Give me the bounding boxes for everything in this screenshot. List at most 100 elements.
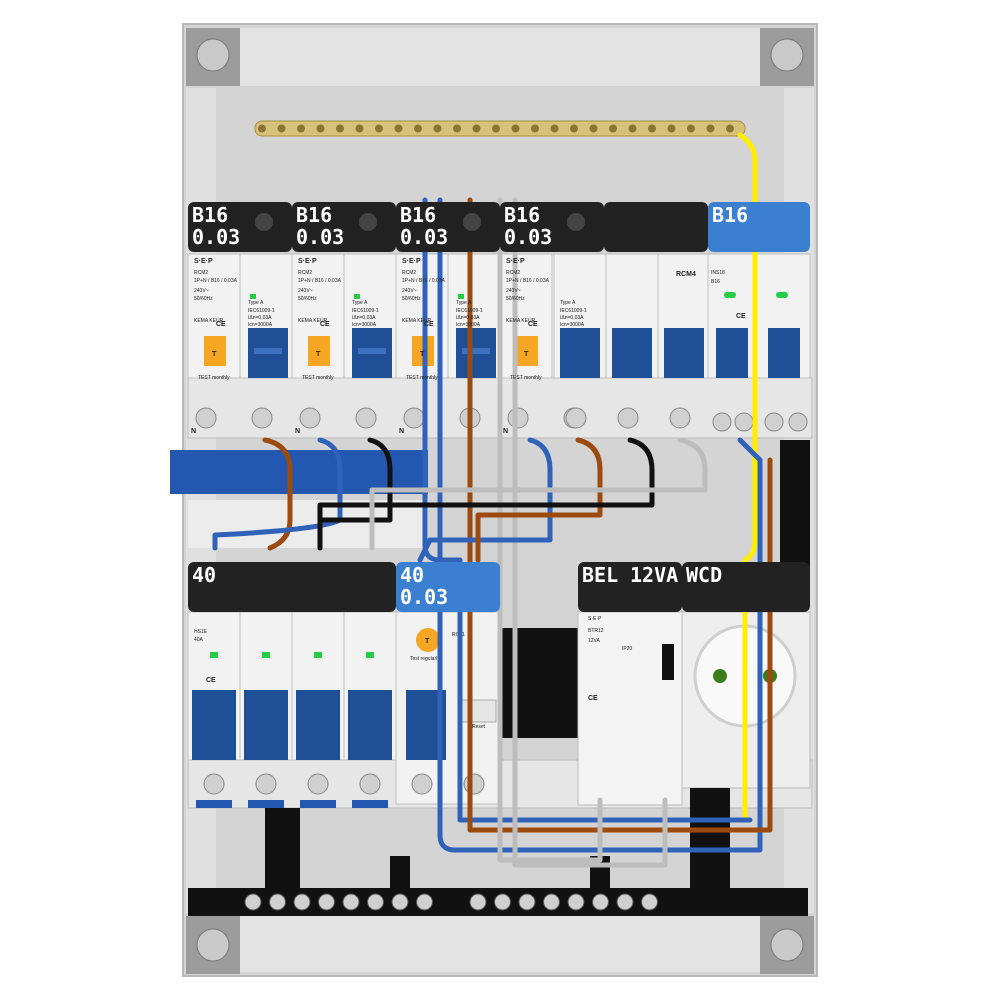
terminal-screw-icon xyxy=(712,412,732,432)
earth-wire xyxy=(737,132,758,823)
rcbo-kema-text: KEMA KEUR xyxy=(402,318,432,324)
socket-label xyxy=(682,562,810,612)
rcbo-test-text: TEST monthly xyxy=(406,375,438,381)
wire-grey xyxy=(497,197,603,863)
busbar-holes xyxy=(258,124,734,133)
busbar-hole-icon xyxy=(297,124,305,133)
busbar-hole-icon xyxy=(277,124,286,133)
top-label-4-line1: B16 xyxy=(504,203,540,227)
right-cable-duct xyxy=(780,440,810,568)
bell-rating-text: 12VA xyxy=(588,638,601,644)
socket-label-line1: WCD xyxy=(686,563,722,587)
terminal-screw-icon xyxy=(518,893,536,911)
busbar-hole-icon xyxy=(316,124,325,133)
rcbo-icn-text: Icn=3000A xyxy=(352,322,377,328)
terminal-screw-icon xyxy=(641,893,658,911)
rcbo-indicator xyxy=(354,294,360,299)
busbar-hole-icon xyxy=(336,124,344,133)
rcbo-idn-text: IΔn=0,03A xyxy=(248,315,272,321)
rcbo-brand-text: S·E·P xyxy=(298,258,317,265)
rcbo-test-button-text: T xyxy=(524,351,529,358)
main-switch-toggle[interactable] xyxy=(296,690,340,760)
busbar-hole-icon xyxy=(453,124,461,133)
rcbo-type-text: Type A xyxy=(560,300,576,306)
main-switch-toggle[interactable] xyxy=(244,690,288,760)
rcbo-model-text: RCM2 xyxy=(506,270,520,276)
terminal-clip xyxy=(352,800,388,808)
terminal-screw-icon xyxy=(543,893,560,911)
rcd-test-button[interactable] xyxy=(416,628,440,652)
terminal-screw-icon xyxy=(507,407,529,429)
busbar-hole-icon xyxy=(628,124,637,133)
wire-black xyxy=(317,437,655,551)
rcm-toggle[interactable] xyxy=(664,328,704,378)
rcbo-ce-text: CE xyxy=(528,321,538,328)
rcbo-standard-text: IEC61009-1 xyxy=(352,308,379,314)
main-switch-indicator xyxy=(262,652,270,658)
rcbo-test-button-text: T xyxy=(420,351,425,358)
main-switch-toggle[interactable] xyxy=(192,690,236,760)
rcbo-standard-text: IEC61009-1 xyxy=(456,308,483,314)
top-label-3-line1: B16 xyxy=(400,203,436,227)
rcbo-ce-text: CE xyxy=(216,321,226,328)
busbar-hole-icon xyxy=(648,124,656,133)
rcbo-type-text: Type A xyxy=(456,300,472,306)
busbar-hole-icon xyxy=(589,124,598,133)
terminal-clip xyxy=(300,800,336,808)
main-switch-toggle[interactable] xyxy=(348,690,392,760)
rcbo-standard-text: IEC61009-1 xyxy=(248,308,275,314)
wire-brown xyxy=(467,197,773,833)
rcbo-rating-text: 1P+N / B16 / 0.03A xyxy=(402,278,446,284)
terminal-screw-icon xyxy=(318,893,335,911)
bell-brand-text: S·E·P xyxy=(588,616,602,622)
wire-blue xyxy=(437,197,763,853)
rcbo-test-text: TEST monthly xyxy=(302,375,334,381)
terminal-screws xyxy=(244,893,658,911)
ins18-rating-text: B16 xyxy=(711,279,720,285)
rcbo-test-button[interactable] xyxy=(204,336,226,366)
main-switch-ce-text: CE xyxy=(206,677,216,684)
busbar-hole-icon xyxy=(687,124,695,133)
rcd-reset-button[interactable] xyxy=(459,699,497,723)
rcbo-model-text: RCM2 xyxy=(298,270,312,276)
rcbo-test-button[interactable] xyxy=(516,336,538,366)
ins18-indicator xyxy=(724,292,736,298)
busbar-hole-icon xyxy=(550,124,559,133)
busbar-hole-icon xyxy=(492,124,500,133)
corner-screw-icon xyxy=(760,28,814,86)
terminal-screw-icon xyxy=(567,893,585,911)
rcm-toggle[interactable] xyxy=(612,328,652,378)
terminal-screw-icon xyxy=(251,407,273,429)
busbar-hole-icon xyxy=(531,124,539,133)
rcbo-test-button-text: T xyxy=(212,351,217,358)
rcbo-test-button[interactable] xyxy=(308,336,330,366)
rcbo-kema-text: KEMA KEUR xyxy=(298,318,328,324)
rcbo-model-text: RCM2 xyxy=(194,270,208,276)
rcbo-icn-text: Icn=3000A xyxy=(456,322,481,328)
busbar-hole-icon xyxy=(726,124,734,133)
rcm4-model-text: RCM4 xyxy=(676,271,696,278)
neutral-comb-bar xyxy=(170,450,428,494)
main-switch-model-text: HS1E xyxy=(194,629,208,635)
rcbo-toggle-grip xyxy=(254,348,282,354)
terminal-screw-icon xyxy=(307,773,329,795)
top-label-5-line1: B16 xyxy=(712,203,748,227)
wire-grey xyxy=(512,197,668,868)
rcbo-voltage-text: 240V~ xyxy=(194,288,209,294)
ins18-toggle[interactable] xyxy=(768,328,800,378)
rcm-toggle[interactable] xyxy=(560,328,600,378)
terminal-screw-icon xyxy=(244,893,262,911)
rcd-reset-text: Reset xyxy=(472,724,486,730)
terminal-screw-icon xyxy=(255,773,277,795)
rcd-test-text: Test regularly xyxy=(410,656,440,662)
terminal-screw-icon xyxy=(342,893,360,911)
ins18-toggle[interactable] xyxy=(716,328,748,378)
rcd-test-button-label: T xyxy=(425,638,430,645)
busbar-hole-icon xyxy=(609,124,617,133)
terminal-post xyxy=(690,788,730,890)
terminal-screw-icon xyxy=(359,773,381,795)
rcbo-neutral-text: N xyxy=(295,428,300,435)
ins18-ce-text: CE xyxy=(736,313,746,320)
rcbo-test-text: TEST monthly xyxy=(198,375,230,381)
busbar-hole-icon xyxy=(667,124,676,133)
